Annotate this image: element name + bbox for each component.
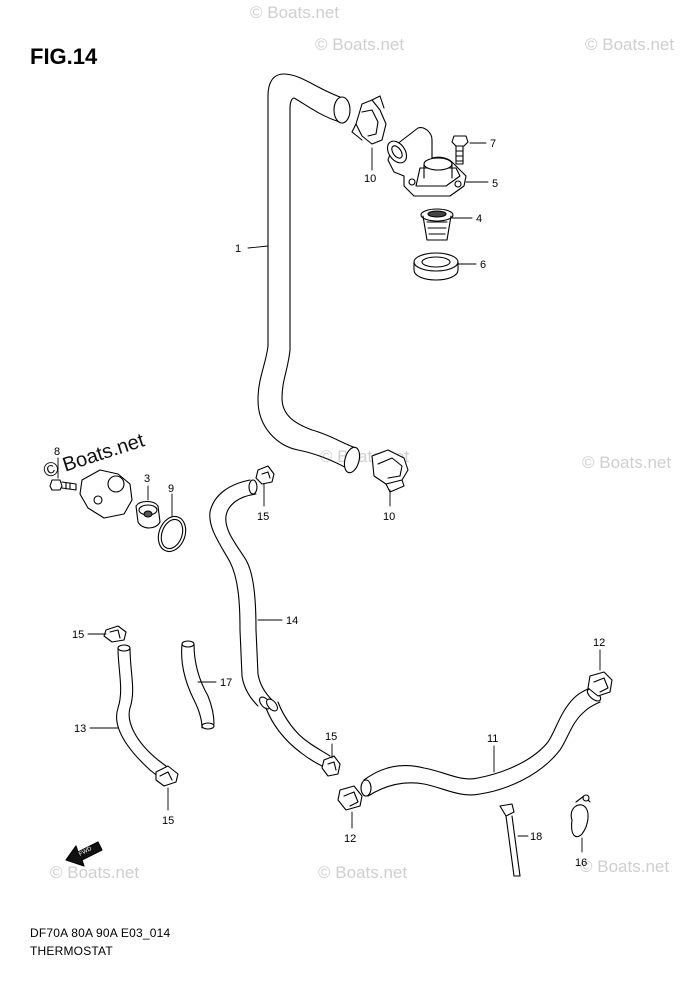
cable-tie-part-18 <box>499 803 521 877</box>
callout-15-left: 15 <box>72 629 84 641</box>
hose-clamp-part-15-left <box>103 625 127 643</box>
thermostat-part-4 <box>420 208 454 241</box>
watermark-text: © Boats.net <box>315 35 404 54</box>
hose-part-1 <box>257 73 361 474</box>
callout-10-lower: 10 <box>383 511 395 523</box>
callout-14: 14 <box>286 615 298 627</box>
callout-8: 8 <box>54 446 60 458</box>
forward-direction-arrow <box>65 841 103 867</box>
callout-12-left: 12 <box>344 833 356 845</box>
hose-clamp-part-12-right <box>587 671 613 697</box>
watermark-text: © Boats.net <box>318 863 407 882</box>
hose-clamp-part-15-mid <box>321 755 341 777</box>
callout-9: 9 <box>168 483 174 495</box>
hose-part-11 <box>360 687 602 797</box>
thermostat-cover-part-5 <box>386 127 467 197</box>
callout-15-lower: 15 <box>162 815 174 827</box>
callout-5: 5 <box>492 178 498 190</box>
hose-part-13 <box>116 644 167 779</box>
watermark-text: © Boats.net <box>585 35 674 54</box>
callout-15-mid: 15 <box>325 731 337 743</box>
bolt-part-7 <box>451 135 469 165</box>
hose-clamp-part-10-upper <box>351 95 387 145</box>
o-ring-part-9 <box>157 515 187 553</box>
seal-ring-part-6 <box>413 252 459 281</box>
callout-3: 3 <box>144 473 150 485</box>
callout-15-upper: 15 <box>257 511 269 523</box>
callout-7: 7 <box>490 138 496 150</box>
hose-part-14 <box>209 479 331 769</box>
callout-6: 6 <box>480 259 486 271</box>
housing-part-3 <box>79 469 161 529</box>
figure-title: FIG.14 <box>30 44 98 69</box>
hose-clamp-part-12-left <box>337 785 363 811</box>
clip-part-16 <box>570 794 591 838</box>
callout-17: 17 <box>220 677 232 689</box>
leader-lines <box>57 142 601 853</box>
callout-18: 18 <box>530 831 542 843</box>
callout-16: 16 <box>575 857 587 869</box>
watermarks: © Boats.net © Boats.net © Boats.net © Bo… <box>41 3 675 882</box>
callout-labels: 1 10 7 5 4 6 8 3 9 10 15 14 15 17 13 15 … <box>54 138 605 869</box>
callout-1: 1 <box>235 243 241 255</box>
hose-clamp-part-10-lower <box>371 449 409 493</box>
callout-11: 11 <box>487 733 498 745</box>
watermark-text: © Boats.net <box>582 453 671 472</box>
callout-13: 13 <box>74 723 86 735</box>
section-name: THERMOSTAT <box>30 944 113 958</box>
hose-clamp-part-15-upper <box>255 465 275 485</box>
watermark-text: © Boats.net <box>250 3 339 22</box>
bolt-part-8 <box>49 479 77 491</box>
hose-part-17 <box>181 640 215 730</box>
watermark-text: © Boats.net <box>50 863 139 882</box>
callout-4: 4 <box>476 213 482 225</box>
watermark-text: © Boats.net <box>580 857 669 876</box>
model-line: DF70A 80A 90A E03_014 <box>30 926 171 940</box>
callout-12-right: 12 <box>593 637 605 649</box>
hose-clamp-part-15-lower <box>155 765 179 787</box>
callout-10-upper: 10 <box>364 173 376 185</box>
